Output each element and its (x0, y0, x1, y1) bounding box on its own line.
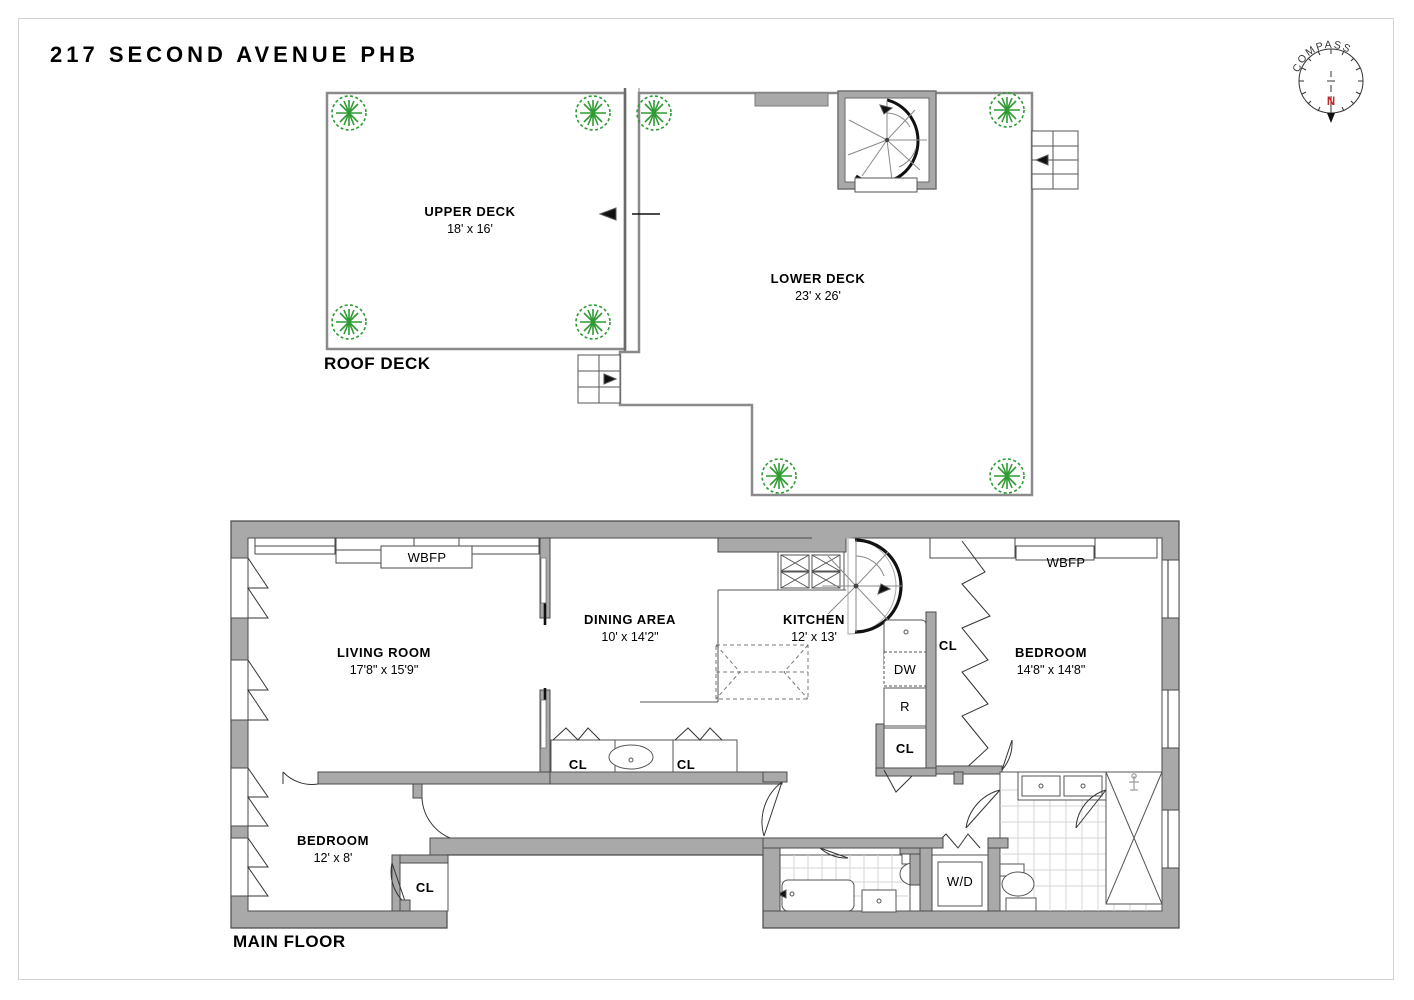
dishwasher-label: DW (893, 662, 917, 677)
dining-area-name: DINING AREA (583, 612, 677, 627)
kitchen-counter-north (717, 537, 847, 600)
roof-stairs-east (1031, 130, 1079, 190)
appliance-column (875, 611, 937, 793)
upper-deck-door-arrow (598, 207, 660, 221)
page-title: 217 SECOND AVENUE PHB (50, 42, 419, 67)
powder-sink (608, 744, 654, 770)
deck-planters (331, 92, 1025, 494)
bedroom2-dim: 12' x 8' (313, 851, 353, 865)
north-windows-bedroom (929, 537, 1158, 559)
closet-dining-right-label: CL (676, 757, 696, 772)
planter-shrub (636, 95, 672, 131)
dishwasher-box (883, 651, 927, 687)
living-room-name: LIVING ROOM (337, 645, 431, 660)
bathroom-guest (762, 837, 927, 913)
upper-deck-dim: 18' x 16' (447, 222, 493, 236)
west-windows (230, 557, 269, 897)
closet-kitchen-label: CL (895, 741, 915, 756)
fireplace-living-room (380, 545, 473, 569)
dining-area-dim: 10' x 14'2" (601, 630, 659, 644)
vanity-sink (861, 889, 897, 913)
lower-deck-name: LOWER DECK (770, 271, 866, 286)
main-floor-group (230, 520, 1180, 929)
kitchen-name: KITCHEN (783, 612, 845, 627)
planter-shrub (331, 304, 367, 340)
compass-north-label: N (1327, 96, 1335, 108)
wbfp-living-label: WBFP (407, 550, 447, 565)
planter-shrub (989, 458, 1025, 494)
kitchen-island (715, 644, 809, 700)
master-bedroom-dim: 14'8" x 14'8" (1016, 663, 1086, 677)
toilet-master (999, 863, 1035, 897)
wall-dining-south (549, 771, 783, 785)
lower-deck-dim: 23' x 26' (795, 289, 841, 303)
master-closet-doors (935, 540, 1013, 785)
planter-shrub (761, 458, 797, 494)
section-label-roof-deck: ROOF DECK (324, 354, 431, 373)
bathroom-master (965, 771, 1163, 912)
compass-rose: COMPASS N (1290, 39, 1364, 123)
planter-shrub (331, 95, 367, 131)
section-label-main-floor: MAIN FLOOR (233, 932, 346, 951)
planter-shrub (575, 304, 611, 340)
deck-parapet (754, 92, 829, 107)
refrigerator-label: R (900, 699, 910, 714)
master-bedroom-name: BEDROOM (1014, 645, 1088, 660)
shower-head (1129, 773, 1139, 791)
roof-deck-group (325, 88, 1079, 497)
bedroom2-name: BEDROOM (296, 833, 370, 848)
roof-spiral-staircase (837, 90, 937, 193)
dining-closets (550, 727, 738, 773)
kitchen-closet-box (883, 727, 927, 771)
closet-dining-left-label: CL (568, 757, 588, 772)
roof-stairs-west (577, 354, 621, 404)
wbfp-bedroom-label: WBFP (1046, 555, 1086, 570)
kitchen-spiral-staircase (812, 537, 903, 635)
planter-shrub (575, 95, 611, 131)
living-room-dim: 17'8" x 15'9" (349, 663, 419, 677)
hall-wall-south (762, 837, 944, 849)
upper-deck-outline (325, 91, 627, 351)
door-swing-bedroom2 (282, 771, 319, 785)
washer-dryer-label: W/D (946, 874, 974, 889)
lower-deck-outline (618, 91, 1034, 497)
east-windows (1161, 559, 1180, 869)
upper-deck-name: UPPER DECK (424, 204, 516, 219)
fireplace-bedroom (1015, 545, 1095, 561)
closet-bedroom2-label: CL (415, 880, 435, 895)
planter-shrub (989, 92, 1025, 128)
bedroom2-closet (390, 854, 449, 912)
closet-master-label: CL (938, 638, 958, 653)
kitchen-dim: 12' x 13' (791, 630, 837, 644)
wall-living-south (317, 771, 551, 785)
